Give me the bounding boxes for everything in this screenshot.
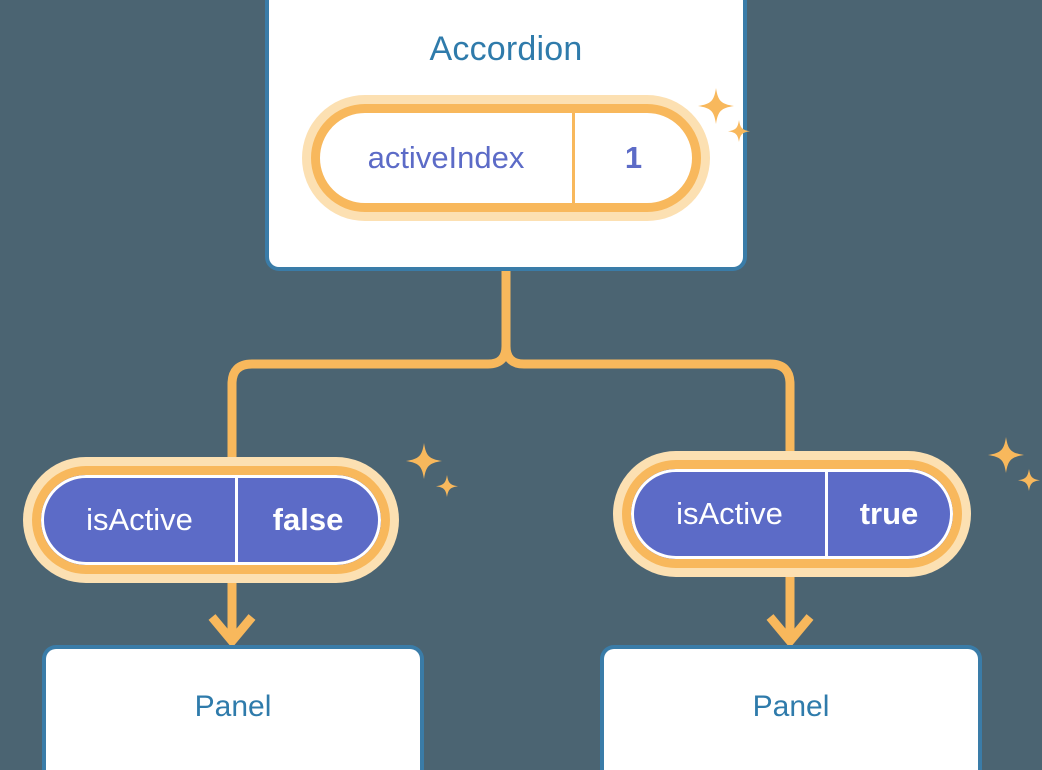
state-pill-key: activeIndex (320, 113, 575, 203)
sparkle-icon (400, 443, 462, 513)
sparkle-large-icon (988, 437, 1024, 473)
state-pill-key: isActive (44, 478, 238, 562)
state-pill-activeindex[interactable]: activeIndex 1 (311, 104, 701, 212)
arrow-head-left (208, 614, 256, 649)
state-pill-value: true (859, 496, 919, 531)
sparkle-small-icon (436, 475, 458, 497)
state-pill-value: 1 (624, 140, 643, 175)
connector-branch-right (524, 359, 795, 464)
connector-junction-left (487, 345, 511, 369)
sparkle-small-icon (1018, 469, 1040, 491)
sparkle-large-icon (406, 443, 442, 479)
state-pill-isactive-false[interactable]: isActive false (32, 466, 390, 574)
panel-title: Panel (194, 689, 272, 723)
page-title: Accordion (429, 30, 583, 68)
state-pill-isactive-true[interactable]: isActive true (622, 460, 962, 568)
sparkle-icon (982, 437, 1042, 507)
state-pill-value: false (272, 502, 344, 537)
component-card-panel-left[interactable]: Panel (42, 645, 424, 770)
connector-junction-right (501, 345, 525, 369)
panel-title: Panel (752, 689, 830, 723)
state-pill-key: isActive (634, 472, 828, 556)
arrow-head-right (766, 614, 814, 649)
connector-branch-left (227, 359, 488, 470)
component-card-panel-right[interactable]: Panel (600, 645, 982, 770)
